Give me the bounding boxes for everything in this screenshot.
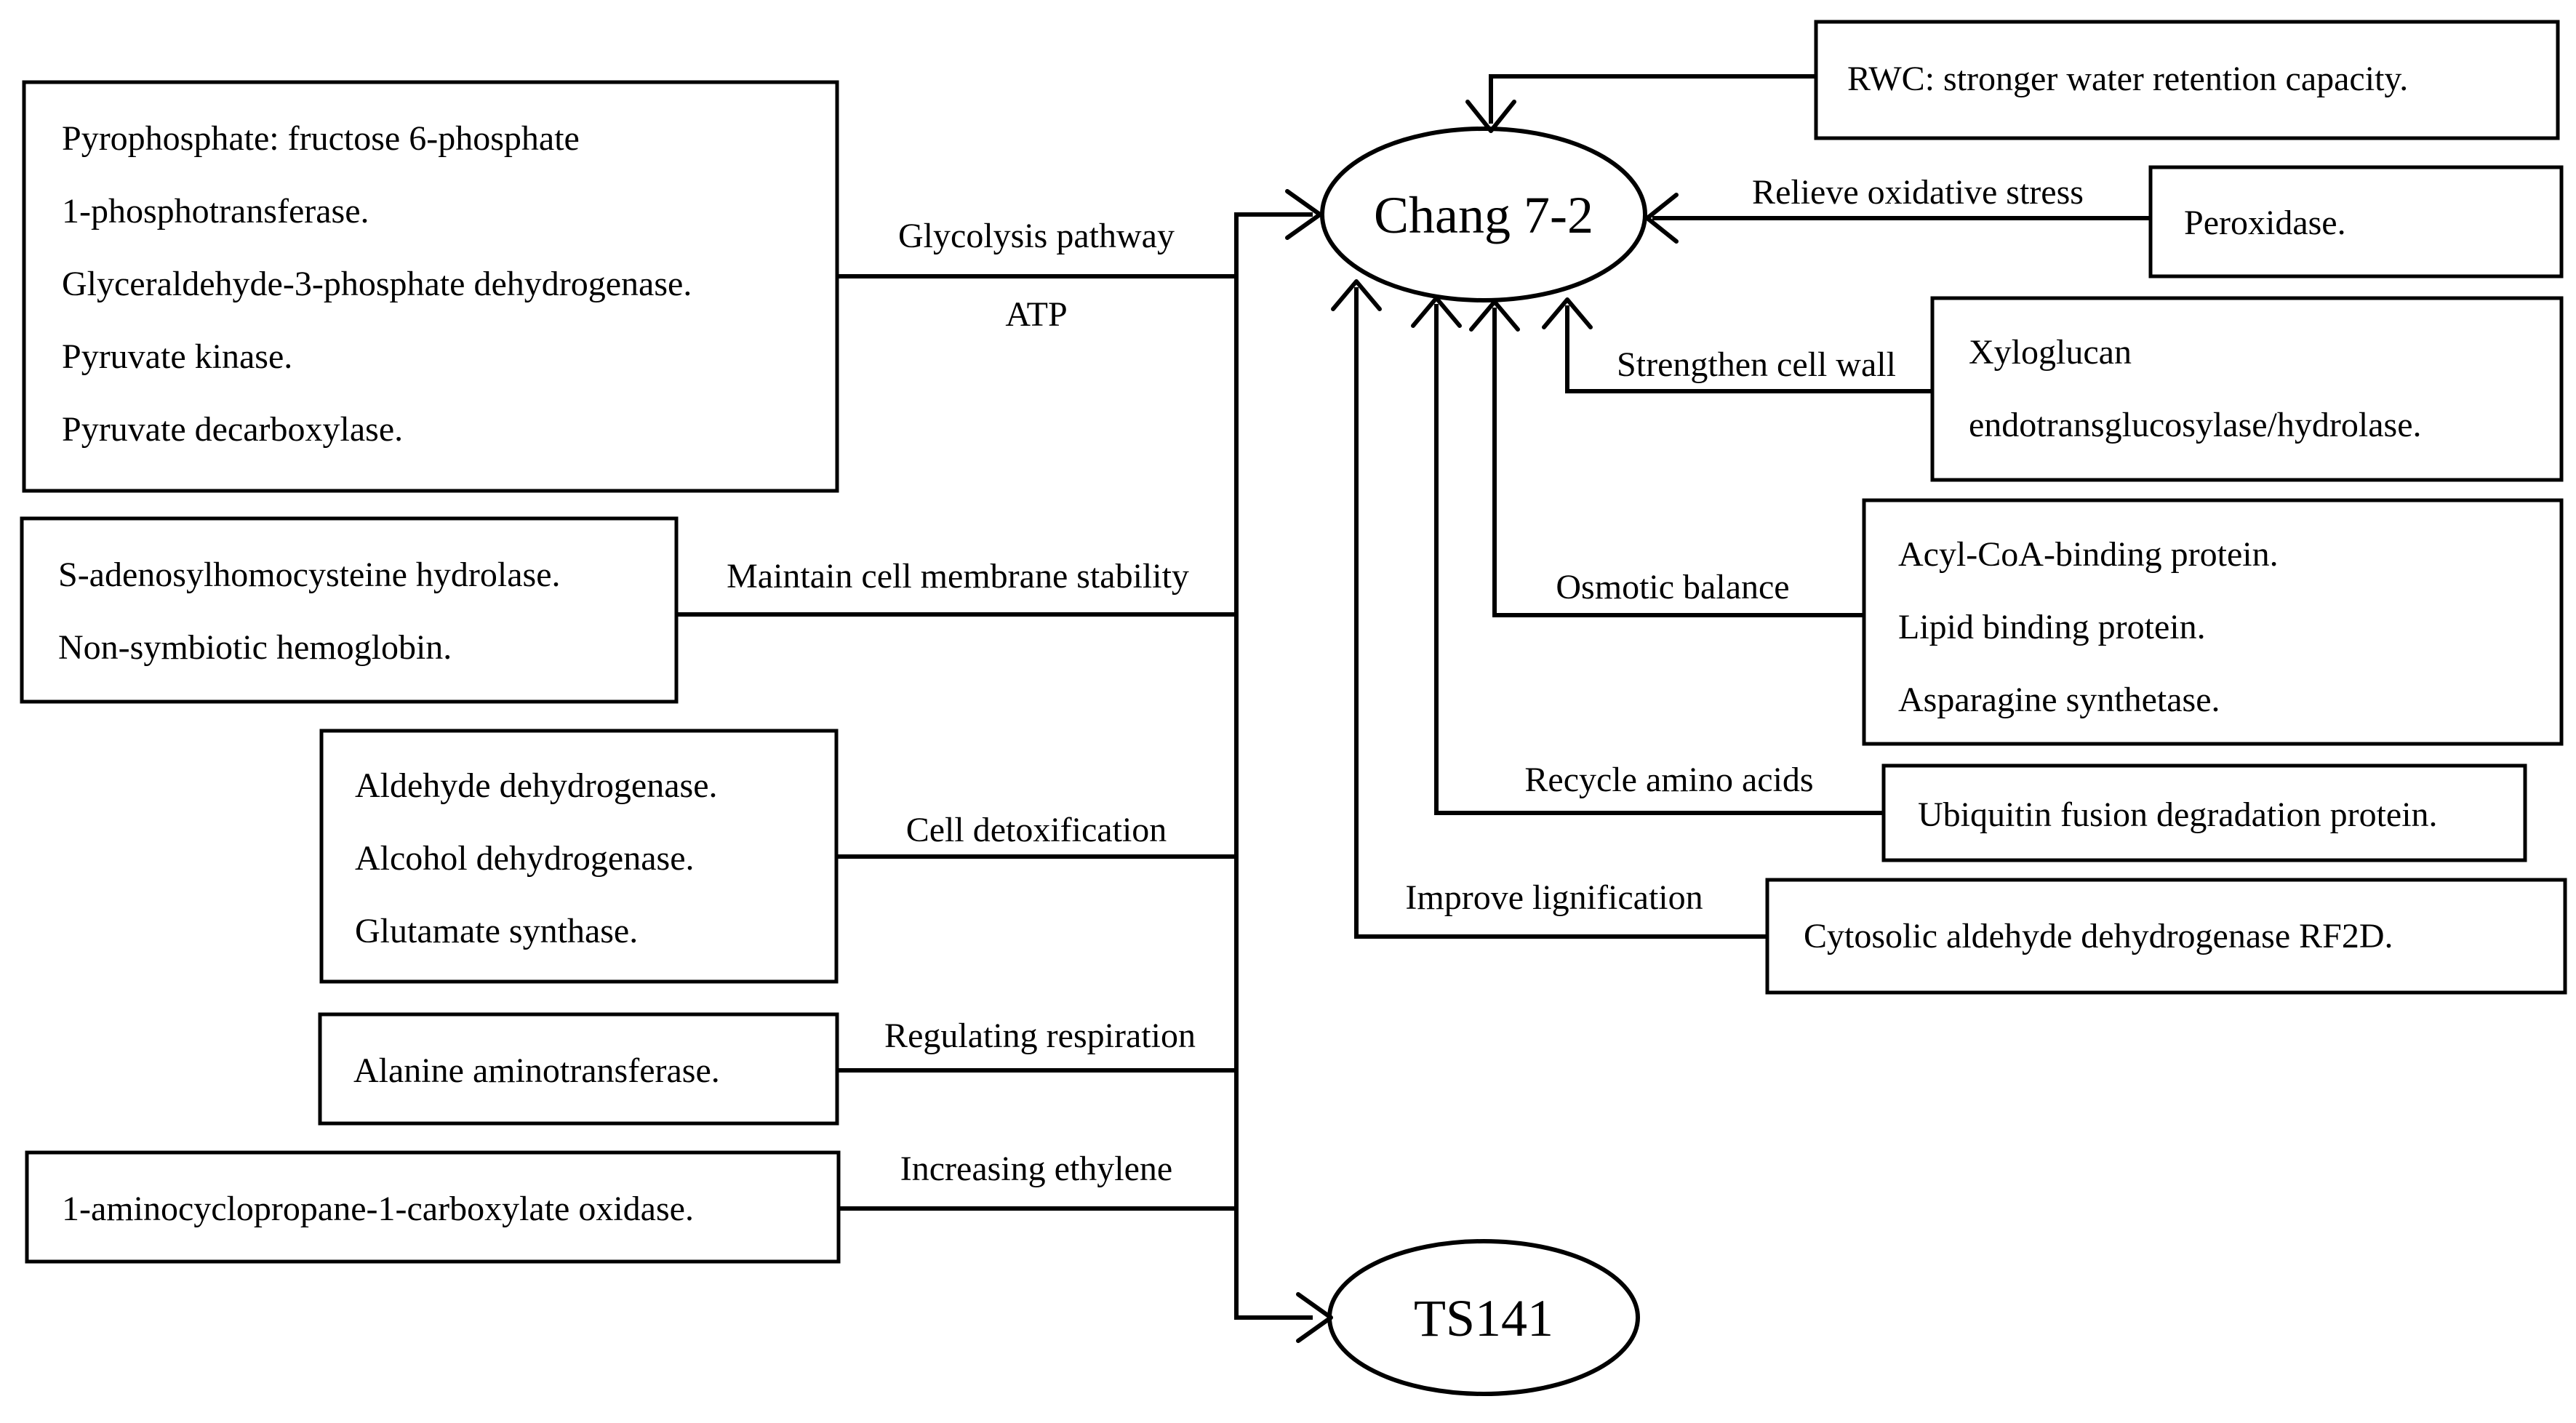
glycolysis-line-5: Pyruvate decarboxylase.	[62, 410, 403, 449]
membrane-line-1: S-adenosylhomocysteine hydrolase.	[58, 556, 561, 594]
box-detox: Aldehyde dehydrogenase. Alcohol dehydrog…	[319, 729, 839, 984]
xyloglucan-connector	[1565, 305, 1932, 393]
arrowhead-cytosolic	[1331, 279, 1382, 311]
arrowhead-to-ts141	[1296, 1292, 1333, 1343]
detox-line-2: Alcohol dehydrogenase.	[355, 839, 695, 878]
arrowhead-rwc	[1465, 100, 1516, 133]
osmotic-line-3: Asparagine synthetase.	[1898, 681, 2220, 719]
ethylene-line-1: 1-aminocyclopropane-1-carboxylate oxidas…	[62, 1190, 694, 1228]
box-ethylene: 1-aminocyclopropane-1-carboxylate oxidas…	[25, 1150, 841, 1264]
label-relieve-oxidative-stress: Relieve oxidative stress	[1752, 173, 2084, 212]
arrowhead-to-chang-left	[1285, 189, 1322, 240]
label-glycolysis-pathway: Glycolysis pathway	[898, 217, 1175, 255]
glycolysis-line-2: 1-phosphotransferase.	[62, 192, 369, 231]
arrowhead-xyloglucan	[1542, 297, 1593, 329]
membrane-line-2: Non-symbiotic hemoglobin.	[58, 628, 452, 667]
label-improve-lignification: Improve lignification	[1405, 878, 1703, 917]
detox-line-3: Glutamate synthase.	[355, 912, 638, 950]
cytosolic-connector	[1354, 287, 1767, 939]
label-increasing-ethylene: Increasing ethylene	[900, 1150, 1172, 1188]
node-ts141: TS141	[1327, 1239, 1640, 1396]
node-chang-label: Chang 7-2	[1374, 186, 1593, 244]
box-glycolysis: Pyrophosphate: fructose 6-phosphate 1-ph…	[22, 80, 839, 493]
right-connectors	[1331, 74, 2151, 939]
ubiquitin-connector	[1434, 304, 1884, 815]
box-rwc: RWC: stronger water retention capacity.	[1814, 20, 2560, 140]
node-ts141-label: TS141	[1414, 1289, 1553, 1347]
glycolysis-line-4: Pyruvate kinase.	[62, 337, 292, 376]
label-membrane-stability: Maintain cell membrane stability	[727, 557, 1189, 596]
xyloglucan-line-1: Xyloglucan	[1969, 333, 2132, 372]
box-xyloglucan: Xyloglucan endotransglucosylase/hydrolas…	[1930, 296, 2564, 482]
glycolysis-line-3: Glyceraldehyde-3-phosphate dehydrogenase…	[62, 265, 692, 303]
box-peroxidase: Peroxidase.	[2148, 165, 2564, 278]
arrowhead-peroxidase	[1645, 193, 1679, 244]
cytosolic-line-1: Cytosolic aldehyde dehydrogenase RF2D.	[1804, 917, 2393, 955]
label-atp: ATP	[1005, 295, 1067, 334]
osmotic-line-1: Acyl-CoA-binding protein.	[1898, 535, 2279, 574]
box-ubiquitin: Ubiquitin fusion degradation protein.	[1881, 763, 2527, 862]
box-cytosolic: Cytosolic aldehyde dehydrogenase RF2D.	[1765, 878, 2567, 995]
arrowhead-osmotic	[1469, 300, 1520, 332]
osmotic-connector	[1492, 308, 1864, 617]
left-connectors	[676, 189, 1333, 1343]
detox-line-1: Aldehyde dehydrogenase.	[355, 766, 718, 805]
label-osmotic-balance: Osmotic balance	[1556, 568, 1789, 606]
rwc-line-1: RWC: stronger water retention capacity.	[1847, 60, 2408, 98]
respiration-line-1: Alanine aminotransferase.	[353, 1051, 720, 1090]
ubiquitin-line-1: Ubiquitin fusion degradation protein.	[1918, 795, 2438, 834]
label-strengthen-cell-wall: Strengthen cell wall	[1617, 345, 1896, 384]
peroxidase-line-1: Peroxidase.	[2184, 204, 2346, 242]
label-cell-detoxification: Cell detoxification	[906, 811, 1167, 849]
label-regulating-respiration: Regulating respiration	[884, 1017, 1196, 1055]
xyloglucan-line-2: endotransglucosylase/hydrolase.	[1969, 406, 2422, 444]
box-respiration: Alanine aminotransferase.	[318, 1012, 839, 1126]
label-recycle-amino-acids: Recycle amino acids	[1524, 761, 1813, 799]
box-membrane: S-adenosylhomocysteine hydrolase. Non-sy…	[20, 516, 679, 704]
box-osmotic: Acyl-CoA-binding protein. Lipid binding …	[1862, 498, 2564, 746]
arrowhead-ubiquitin	[1411, 296, 1462, 328]
rwc-connector	[1489, 74, 1816, 124]
glycolysis-line-1: Pyrophosphate: fructose 6-phosphate	[62, 119, 580, 158]
left-trunk-line	[1234, 212, 1313, 1320]
osmotic-line-2: Lipid binding protein.	[1898, 608, 2206, 646]
node-chang-7-2: Chang 7-2	[1320, 127, 1647, 302]
